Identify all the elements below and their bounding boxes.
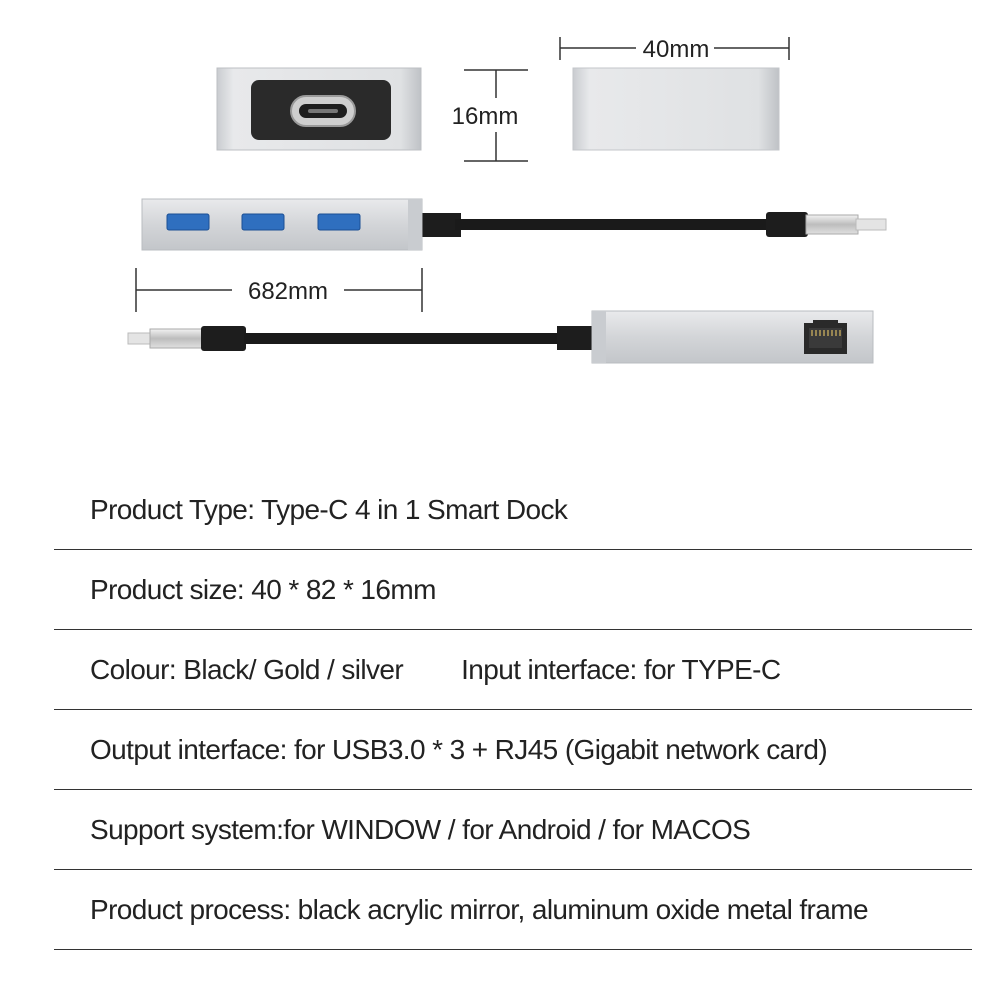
spec-list: Product Type: Type-C 4 in 1 Smart Dock P… [54,470,972,950]
height-dimension: 16mm [452,69,528,162]
width-dimension: 40mm [559,36,790,63]
front-view [216,67,422,151]
spec-text: Support system:for WINDOW / for Android … [90,813,751,845]
spec-product-process: Product process: black acrylic mirror, a… [54,870,972,950]
spec-product-size: Product size: 40 * 82 * 16mm [54,550,972,630]
spec-product-type: Product Type: Type-C 4 in 1 Smart Dock [54,470,972,550]
spec-text: Output interface: for USB3.0 * 3 + RJ45 … [90,733,828,765]
rj45-side-view [127,310,874,364]
spec-colour-input: Colour: Black/ Gold / silver Input inter… [54,630,972,710]
length-dimension: 682mm [135,268,423,312]
spec-text-input-interface: Input interface: for TYPE-C [461,653,781,685]
usb-side-view [141,198,887,251]
height-label: 16mm [452,103,519,130]
width-label: 40mm [643,36,710,63]
spec-text: Colour: Black/ Gold / silver [90,653,404,685]
cable [244,333,564,344]
usb-a-port [317,213,361,231]
usb-a-port [166,213,210,231]
spec-text: Product Type: Type-C 4 in 1 Smart Dock [90,493,568,525]
cable [455,219,775,230]
back-view [572,67,780,151]
product-illustration: 16mm 40mm 682mm [127,36,887,364]
spec-support-system: Support system:for WINDOW / for Android … [54,790,972,870]
length-label: 682mm [248,278,328,305]
usb-a-port [241,213,285,231]
rj45-port [804,320,847,354]
spec-output-interface: Output interface: for USB3.0 * 3 + RJ45 … [54,710,972,790]
spec-text: Product process: black acrylic mirror, a… [90,893,869,925]
spec-text: Product size: 40 * 82 * 16mm [90,573,436,605]
